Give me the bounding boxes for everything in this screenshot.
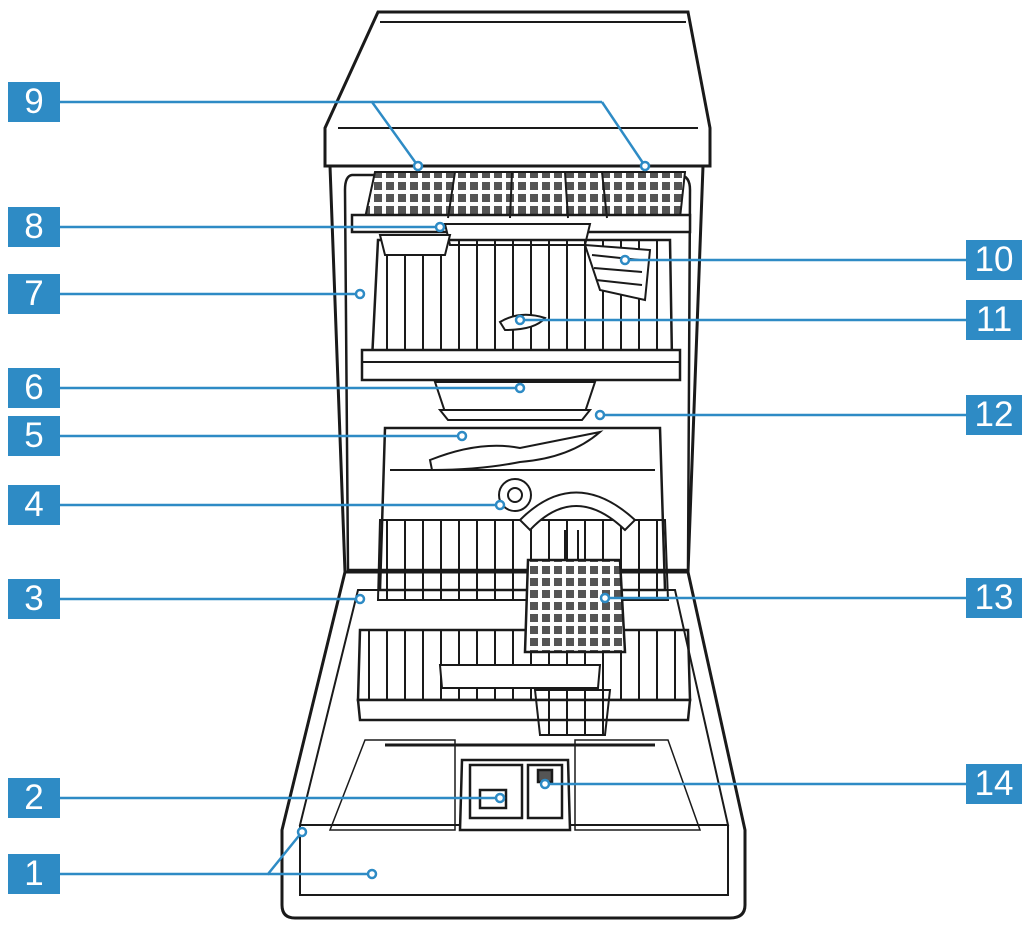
callout-8: 8 <box>8 207 60 247</box>
detergent-dispenser <box>458 758 572 832</box>
leader-dots <box>296 160 651 880</box>
spray-arm-top-assembly <box>433 381 597 421</box>
upper-basket <box>360 234 682 382</box>
leader-lines <box>60 100 968 876</box>
cutlery-basket-handle <box>518 491 637 532</box>
callout-12: 12 <box>966 395 1022 435</box>
callout-7: 7 <box>8 274 60 314</box>
callout-13: 13 <box>966 578 1022 618</box>
callout-2: 2 <box>8 778 60 818</box>
callout-6: 6 <box>8 368 60 408</box>
callout-3: 3 <box>8 579 60 619</box>
callout-4: 4 <box>8 485 60 525</box>
lower-spray-arm <box>428 430 604 472</box>
callout-9: 9 <box>8 82 60 122</box>
lower-basket <box>356 426 692 736</box>
callout-1: 1 <box>8 854 60 894</box>
callout-11: 11 <box>966 300 1022 340</box>
callout-10: 10 <box>966 240 1022 280</box>
callout-5: 5 <box>8 416 60 456</box>
callout-14: 14 <box>966 764 1022 804</box>
cutlery-basket <box>523 558 627 654</box>
top-lid <box>323 10 712 168</box>
